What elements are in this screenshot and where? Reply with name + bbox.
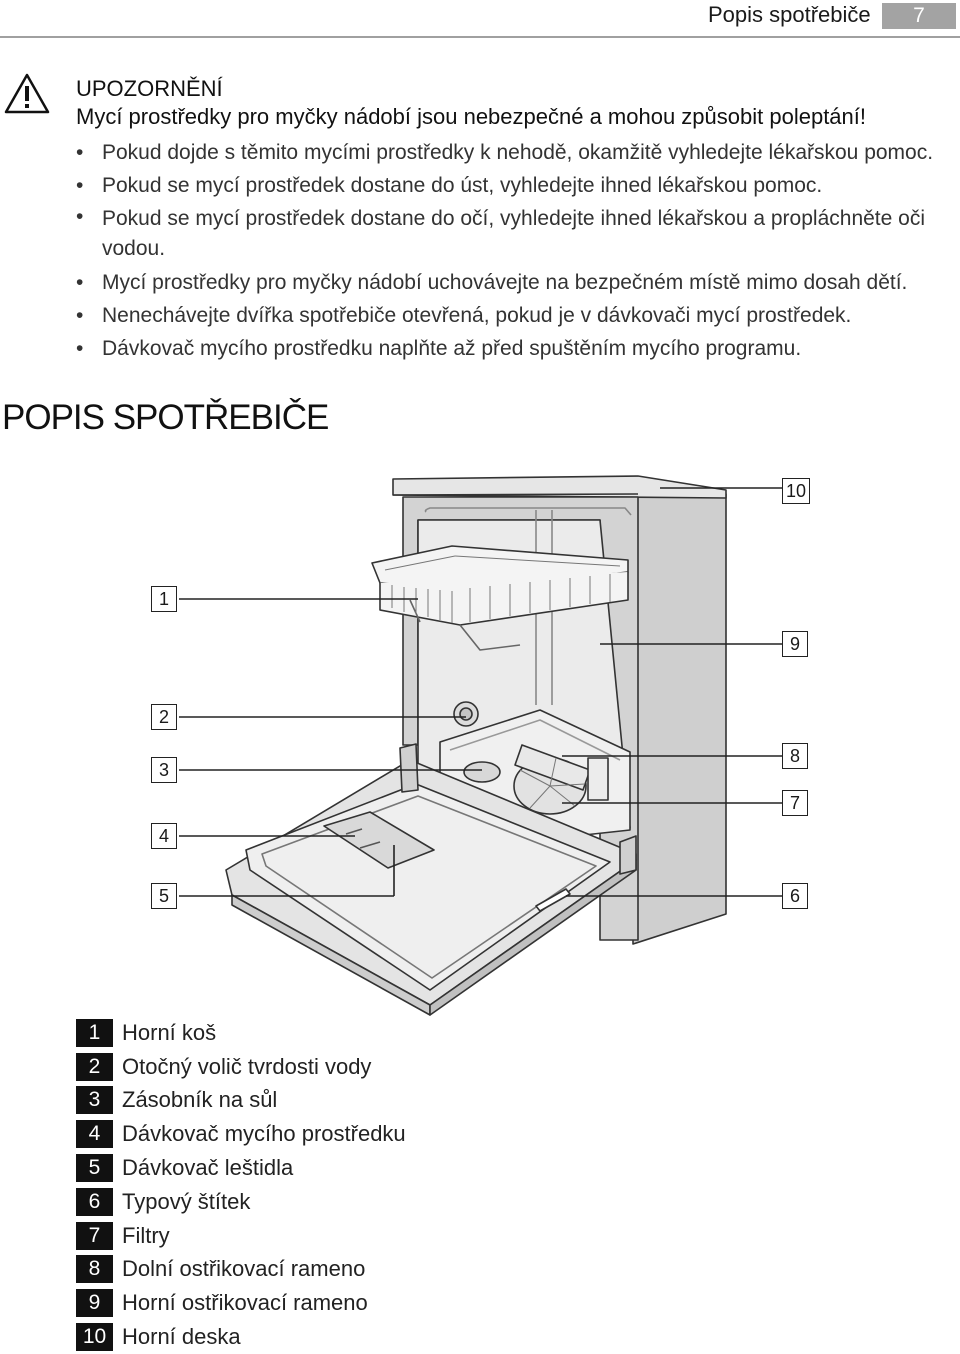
warning-item: Pokud dojde s těmito mycími prostředky k… <box>76 136 956 169</box>
page-header-title: Popis spotřebiče <box>708 2 871 27</box>
legend-number: 1 <box>76 1018 113 1047</box>
legend-item: 4 Dávkovač mycího prostředku <box>76 1117 406 1151</box>
legend-item: 5 Dávkovač leštidla <box>76 1151 406 1185</box>
section-title: POPIS SPOTŘEBIČE <box>2 398 329 437</box>
legend-number: 3 <box>76 1086 113 1115</box>
legend-label: Dávkovač leštidla <box>122 1155 294 1181</box>
legend-item: 8 Dolní ostřikovací rameno <box>76 1253 406 1287</box>
legend-label: Typový štítek <box>122 1188 251 1214</box>
legend-label: Horní koš <box>122 1019 217 1045</box>
legend-number: 4 <box>76 1120 113 1149</box>
warning-item: Mycí prostředky pro myčky nádobí uchováv… <box>76 266 956 299</box>
legend-label: Otočný volič tvrdosti vody <box>122 1053 372 1079</box>
legend-label: Horní ostřikovací rameno <box>122 1290 368 1316</box>
dishwasher-diagram: 1 2 3 4 5 10 9 8 7 6 <box>0 440 960 1020</box>
page-number-badge: 7 <box>882 3 956 29</box>
legend-item: 2 Otočný volič tvrdosti vody <box>76 1050 406 1084</box>
callout-4: 4 <box>151 823 177 849</box>
legend-number: 5 <box>76 1154 113 1183</box>
parts-legend: 1 Horní koš 2 Otočný volič tvrdosti vody 3… <box>76 1016 406 1354</box>
warning-item: Pokud se mycí prostředek dostane do úst,… <box>76 169 956 202</box>
warning-item: Nenechávejte dvířka spotřebiče otevřená,… <box>76 299 956 332</box>
legend-number: 9 <box>76 1289 113 1318</box>
callout-7: 7 <box>782 790 808 816</box>
legend-item: 9 Horní ostřikovací rameno <box>76 1286 406 1320</box>
callout-6: 6 <box>782 883 808 909</box>
legend-label: Dávkovač mycího prostředku <box>122 1121 406 1147</box>
legend-item: 7 Filtry <box>76 1219 406 1253</box>
warning-list: Pokud dojde s těmito mycími prostředky k… <box>76 136 956 365</box>
callout-1: 1 <box>151 586 177 612</box>
warning-subtitle: Mycí prostředky pro myčky nádobí jsou ne… <box>76 104 867 129</box>
callout-2: 2 <box>151 704 177 730</box>
legend-number: 7 <box>76 1221 113 1250</box>
header-divider <box>0 36 960 38</box>
legend-label: Horní deska <box>122 1324 241 1350</box>
legend-label: Dolní ostřikovací rameno <box>122 1256 366 1282</box>
callout-10: 10 <box>782 478 811 504</box>
legend-item: 1 Horní koš <box>76 1016 406 1050</box>
legend-number: 2 <box>76 1052 113 1081</box>
legend-item: 10 Horní deska <box>76 1320 406 1354</box>
warning-triangle-icon <box>4 73 50 114</box>
legend-number: 8 <box>76 1255 113 1284</box>
legend-number: 6 <box>76 1187 113 1216</box>
callout-8: 8 <box>782 743 808 769</box>
legend-label: Filtry <box>122 1222 170 1248</box>
warning-item: Pokud se mycí prostředek dostane do očí,… <box>76 202 956 266</box>
warning-title: UPOZORNĚNÍ <box>76 76 223 101</box>
legend-item: 6 Typový štítek <box>76 1185 406 1219</box>
dishwasher-illustration <box>179 475 782 1016</box>
legend-item: 3 Zásobník na sůl <box>76 1084 406 1118</box>
callout-9: 9 <box>782 631 808 657</box>
legend-label: Zásobník na sůl <box>122 1087 278 1113</box>
legend-number: 10 <box>76 1323 113 1352</box>
warning-item: Dávkovač mycího prostředku naplňte až př… <box>76 332 956 365</box>
callout-3: 3 <box>151 757 177 783</box>
callout-5: 5 <box>151 883 177 909</box>
